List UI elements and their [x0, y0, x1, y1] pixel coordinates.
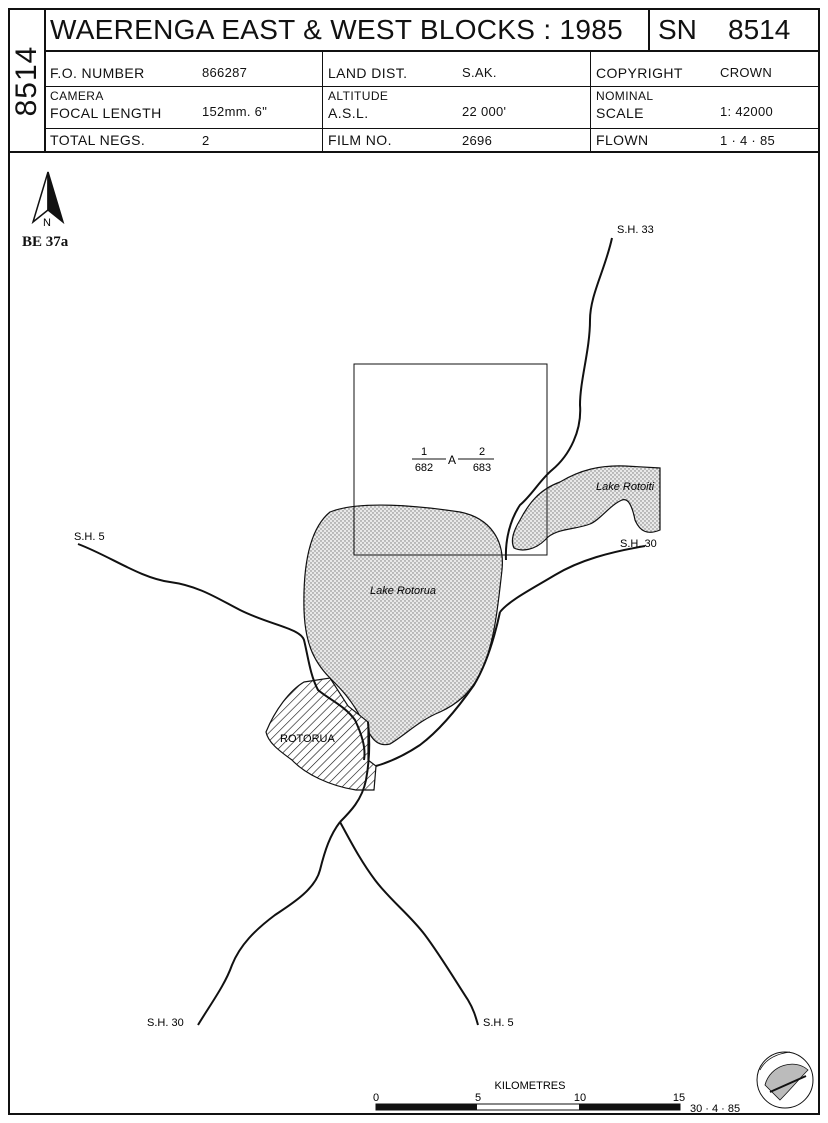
sheet-header: 8514 WAERENGA EAST & WEST BLOCKS : 1985 …: [8, 8, 820, 153]
north-label: N: [43, 217, 51, 229]
camera-label: CAMERA: [50, 89, 104, 103]
total-negs-label: TOTAL NEGS.: [50, 132, 146, 148]
road-label-sh30-east: S.H. 30: [620, 538, 657, 550]
run-letter: A: [448, 453, 456, 467]
rotorua-town-area: [265, 677, 377, 791]
fo-number-label: F.O. NUMBER: [50, 65, 145, 81]
town-label-rotorua: ROTORUA: [280, 733, 335, 745]
copyright-value: CROWN: [720, 65, 773, 80]
scale-tick-0: 0: [373, 1092, 379, 1104]
run-right-bottom: 683: [473, 462, 491, 474]
header-row-3: TOTAL NEGS. 2 FILM NO. 2696 FLOWN 1 · 4 …: [44, 128, 818, 151]
nz-aerial-mapping-logo-icon: [756, 1051, 814, 1109]
copyright-label: COPYRIGHT: [596, 65, 683, 81]
total-negs-value: 2: [202, 133, 210, 148]
road-label-sh33: S.H. 33: [617, 224, 654, 236]
map-title: WAERENGA EAST & WEST BLOCKS : 1985: [50, 14, 623, 45]
lake-rotorua: [303, 504, 503, 746]
title-divider: [648, 10, 650, 50]
sn-label: SN: [658, 14, 697, 45]
focal-length-label: FOCAL LENGTH: [50, 105, 162, 121]
flown-label: FLOWN: [596, 132, 649, 148]
scale-tick-15: 15: [673, 1092, 685, 1104]
lake-label-rotoiti: Lake Rotoiti: [596, 481, 655, 493]
map-frame: [8, 153, 820, 1115]
scale-label: SCALE: [596, 105, 644, 121]
road-label-sh5-west: S.H. 5: [74, 531, 105, 543]
asl-label: A.S.L.: [328, 105, 369, 121]
scale-tick-10: 10: [574, 1092, 586, 1104]
flown-value: 1 · 4 · 85: [720, 133, 776, 148]
land-dist-label: LAND DIST.: [328, 65, 408, 81]
photo-coverage-box: [353, 363, 548, 556]
scale-value: 1: 42000: [720, 104, 774, 119]
scale-bar: KILOMETRES 0 5 10 15: [373, 1080, 685, 1111]
header-row-1: F.O. NUMBER 866287 LAND DIST. S.AK. COPY…: [44, 50, 818, 87]
film-no-label: FILM NO.: [328, 132, 392, 148]
road-label-sh30-south: S.H. 30: [147, 1017, 184, 1029]
date-stamp: 30 · 4 · 85: [690, 1103, 740, 1115]
column-divider-2: [590, 50, 591, 151]
nominal-label: NOMINAL: [596, 89, 654, 103]
altitude-label: ALTITUDE: [328, 89, 389, 103]
roads: [77, 237, 646, 1026]
road-label-sh5-south: S.H. 5: [483, 1017, 514, 1029]
photo-run-annotation: 1 682 A 2 683: [412, 446, 494, 474]
run-right-top: 2: [479, 446, 485, 458]
sheet-side-number: 8514: [10, 10, 46, 151]
column-divider-1: [322, 50, 323, 151]
lake-label-rotorua: Lake Rotorua: [370, 585, 436, 597]
header-row-2: CAMERA FOCAL LENGTH 152mm. 6" ALTITUDE A…: [44, 86, 818, 129]
land-dist-value: S.AK.: [462, 65, 497, 80]
plan-id: BE 37a: [22, 234, 69, 250]
lake-rotoiti: [511, 465, 661, 551]
focal-length-value: 152mm. 6": [202, 104, 268, 119]
sn-value: 8514: [728, 14, 791, 45]
title-row: WAERENGA EAST & WEST BLOCKS : 1985 SN 85…: [44, 10, 818, 52]
altitude-value: 22 000': [462, 104, 507, 119]
run-left-top: 1: [421, 446, 427, 458]
run-left-bottom: 682: [415, 462, 433, 474]
north-arrow-icon: [31, 171, 65, 225]
scale-bar-title: KILOMETRES: [495, 1080, 566, 1092]
film-no-value: 2696: [462, 133, 493, 148]
fo-number-value: 866287: [202, 65, 248, 80]
scale-tick-5: 5: [475, 1092, 481, 1104]
